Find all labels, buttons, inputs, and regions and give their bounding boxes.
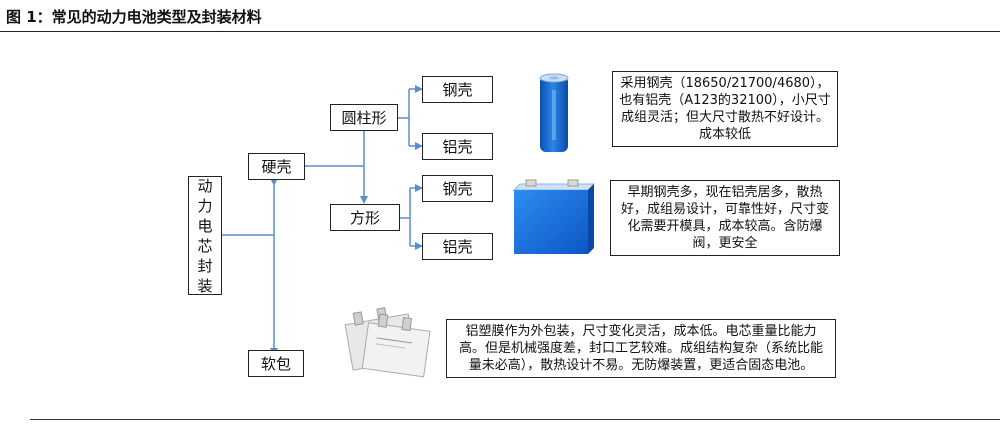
root-box: 动 力 电 芯 封 装 bbox=[188, 176, 222, 295]
prism-aluminum-box: 铝壳 bbox=[422, 233, 493, 260]
cyl-aluminum-box: 铝壳 bbox=[422, 133, 493, 160]
pouch-description: 铝塑膜作为外包装，尺寸变化灵活，成本低。电芯重量比能力高。但是机械强度差，封口工… bbox=[446, 319, 836, 378]
prism-steel-label: 钢壳 bbox=[442, 180, 473, 198]
cylindrical-battery-image bbox=[539, 73, 569, 152]
root-char: 电 bbox=[197, 216, 213, 235]
root-char: 封 bbox=[197, 256, 213, 275]
root-char: 芯 bbox=[197, 236, 213, 255]
root-char: 装 bbox=[197, 276, 213, 295]
cylindrical-box: 圆柱形 bbox=[330, 104, 398, 131]
root-char: 动 bbox=[197, 176, 213, 195]
cylindrical-description: 采用钢壳（18650/21700/4680），也有铝壳（A123的32100），… bbox=[612, 71, 838, 147]
prism-steel-box: 钢壳 bbox=[422, 175, 493, 202]
bottom-divider bbox=[30, 419, 1000, 420]
prismatic-label: 方形 bbox=[349, 209, 380, 227]
cyl-steel-label: 钢壳 bbox=[442, 81, 473, 99]
prismatic-battery-image bbox=[512, 179, 596, 254]
cylindrical-label: 圆柱形 bbox=[341, 109, 387, 127]
figure-title: 图 1：常见的动力电池类型及封装材料 bbox=[6, 8, 262, 26]
soft-pack-box: 软包 bbox=[248, 350, 304, 377]
root-char: 力 bbox=[197, 196, 213, 215]
pouch-battery-image bbox=[344, 307, 431, 378]
hard-shell-label: 硬壳 bbox=[261, 158, 292, 176]
prism-aluminum-label: 铝壳 bbox=[442, 238, 473, 256]
prismatic-description: 早期钢壳多，现在铝壳居多，散热好，成组易设计，可靠性好，尺寸变化需要开模具，成本… bbox=[610, 180, 840, 256]
cyl-steel-box: 钢壳 bbox=[422, 76, 493, 103]
soft-pack-label: 软包 bbox=[260, 355, 291, 373]
top-divider bbox=[0, 31, 1000, 32]
prismatic-box: 方形 bbox=[330, 204, 400, 231]
cyl-aluminum-label: 铝壳 bbox=[442, 138, 473, 156]
hard-shell-box: 硬壳 bbox=[248, 153, 305, 180]
